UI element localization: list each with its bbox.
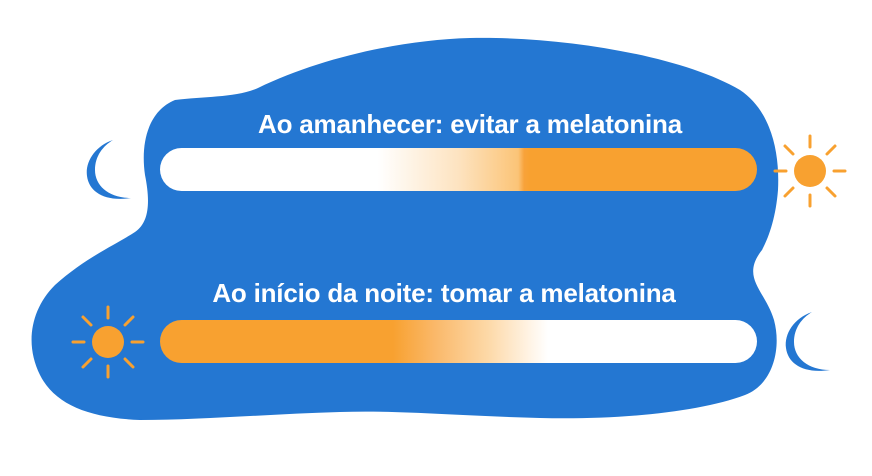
row-2-label: Ao início da noite: tomar a melatonina	[212, 278, 676, 308]
sun-icon	[773, 134, 847, 208]
moon-icon	[785, 312, 830, 371]
moon-icon	[86, 140, 131, 199]
row-1-timeline-bar	[160, 148, 757, 191]
row-1-label: Ao amanhecer: evitar a melatonina	[258, 109, 682, 139]
sun-icon	[71, 305, 145, 379]
row-2-timeline-bar	[160, 320, 757, 363]
